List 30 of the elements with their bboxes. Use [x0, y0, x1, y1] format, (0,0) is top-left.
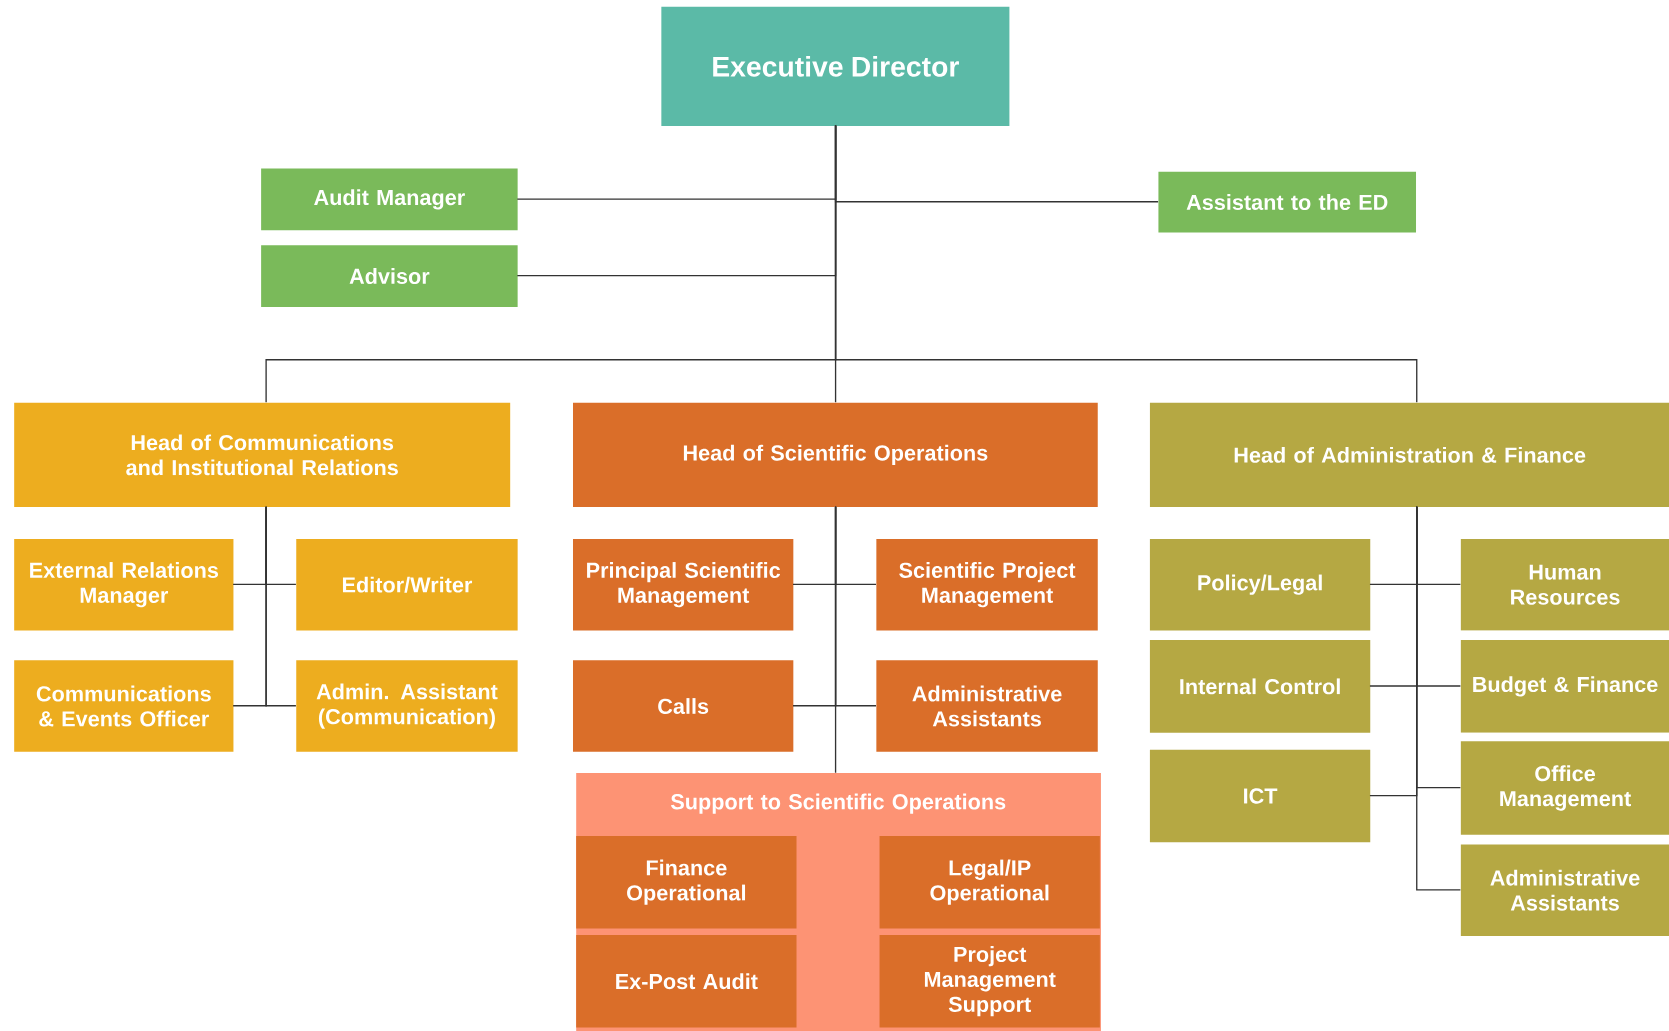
role-box: Head of Communications and Institutional Relations	[14, 402, 511, 507]
role-box: Advisor	[261, 244, 518, 307]
role-box: Human Resources	[1460, 538, 1669, 631]
role-box: Office Management	[1460, 741, 1669, 835]
connector-line	[265, 505, 297, 707]
role-box: Communications & Events Officer	[14, 660, 234, 752]
role-box: Scientific Project Management	[876, 538, 1098, 631]
role-box: Ex-Post Audit	[576, 934, 797, 1028]
connector-line	[834, 124, 1418, 403]
role-box: Calls	[573, 660, 794, 752]
role-box: Internal Control	[1149, 639, 1371, 733]
role-box: Head of Scientific Operations	[573, 402, 1098, 507]
role-box: Assistant to the ED	[1158, 171, 1416, 233]
role-box: Admin. Assistant (Communication)	[296, 660, 518, 752]
role-box: Audit Manager	[261, 168, 518, 231]
role-box: Administrative Assistants	[876, 660, 1098, 752]
connector-line	[1416, 505, 1462, 891]
role-box: Finance Operational	[576, 835, 797, 929]
role-box: ICT	[1149, 749, 1371, 843]
role-box: Executive Director	[661, 6, 1010, 126]
role-box: Principal Scientific Management	[573, 538, 794, 631]
role-box: Policy/Legal	[1149, 538, 1371, 631]
role-box: Legal/IP Operational	[879, 835, 1100, 929]
connector-line	[834, 505, 837, 774]
role-box: Budget & Finance	[1460, 639, 1669, 733]
role-box: Head of Administration & Finance	[1149, 402, 1669, 507]
role-box: Project Management Support	[879, 934, 1100, 1028]
role-box: Administrative Assistants	[1460, 844, 1669, 936]
role-box: External Relations Manager	[14, 538, 234, 631]
role-box: Editor/Writer	[296, 538, 518, 631]
